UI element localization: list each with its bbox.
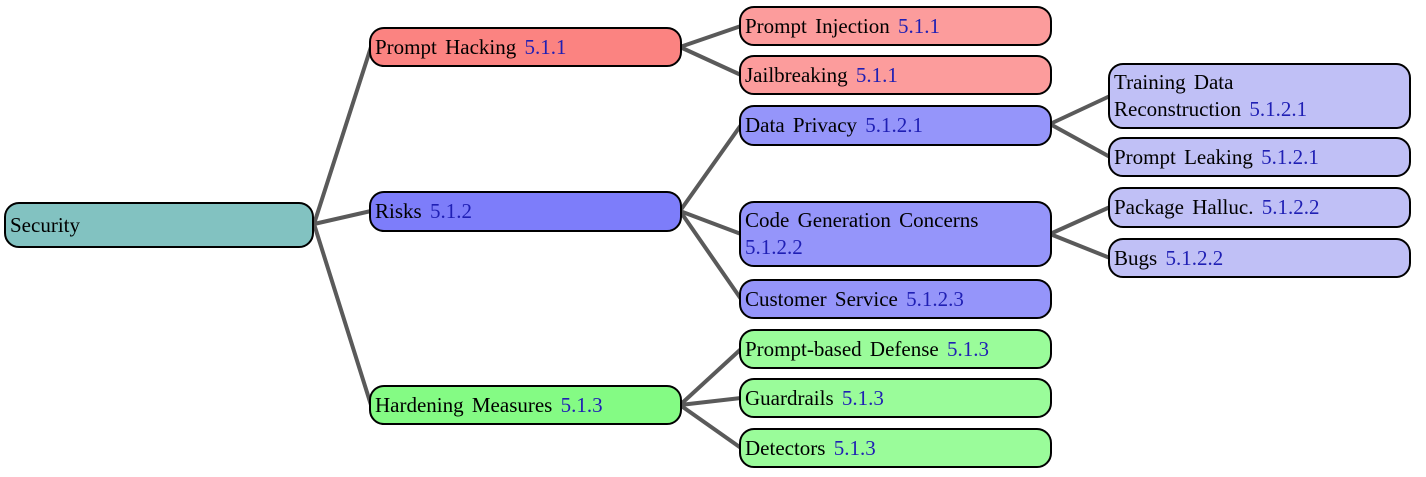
section-ref-link[interactable]: 5.1.2.1: [1261, 144, 1319, 169]
node-guardrails-label: Guardrails: [745, 385, 834, 410]
node-bugs: Bugs 5.1.2.2: [1108, 238, 1411, 278]
node-hardening-measures: Hardening Measures 5.1.3: [369, 385, 682, 425]
node-training-data-reconstruction: Training Data Reconstruction 5.1.2.1: [1108, 63, 1411, 129]
section-ref-link[interactable]: 5.1.2.1: [865, 113, 924, 138]
section-ref-link[interactable]: 5.1.3: [560, 392, 603, 417]
node-hardening-measures-label: Hardening Measures: [375, 392, 553, 417]
edge-data-privacy-training-data-reconstruction: [1048, 94, 1112, 126]
node-prompt-based-defense-label: Prompt-based Defense: [745, 336, 939, 361]
node-data-privacy-label: Data Privacy: [745, 113, 858, 138]
section-ref-link[interactable]: 5.1.3: [841, 385, 884, 410]
node-prompt-hacking-label: Prompt Hacking: [375, 34, 517, 59]
node-data-privacy: Data Privacy 5.1.2.1: [739, 105, 1052, 146]
section-ref-link[interactable]: 5.1.2.2: [745, 235, 803, 259]
node-prompt-leaking: Prompt Leaking 5.1.2.1: [1108, 137, 1411, 177]
node-prompt-injection: Prompt Injection 5.1.1: [739, 6, 1052, 46]
section-ref-link[interactable]: 5.1.1: [855, 62, 898, 87]
node-code-generation-concerns: Code Generation Concerns 5.1.2.2: [739, 201, 1052, 267]
node-prompt-injection-label: Prompt Injection: [745, 13, 890, 38]
node-detectors-label: Detectors: [745, 435, 826, 460]
edge-prompt-hacking-jailbreaking: [678, 45, 743, 77]
node-security-label: Security: [10, 212, 80, 237]
edge-security-hardening-measures: [312, 222, 373, 407]
edge-code-gen-bugs: [1048, 232, 1112, 260]
node-guardrails: Guardrails 5.1.3: [739, 378, 1052, 418]
node-customer-service: Customer Service 5.1.2.3: [739, 279, 1052, 319]
node-package-hallucination-label: Package Halluc.: [1114, 195, 1254, 220]
node-prompt-hacking: Prompt Hacking 5.1.1: [369, 27, 682, 67]
section-ref-link[interactable]: 5.1.3: [833, 435, 876, 460]
section-ref-link[interactable]: 5.1.2: [429, 199, 472, 224]
section-ref-link[interactable]: 5.1.2.1: [1249, 97, 1308, 121]
edge-prompt-hacking-prompt-injection: [678, 24, 743, 49]
node-detectors: Detectors 5.1.3: [739, 428, 1052, 468]
node-security: Security: [4, 202, 314, 248]
node-customer-service-label: Customer Service: [745, 286, 898, 311]
node-risks: Risks 5.1.2: [369, 191, 682, 232]
section-ref-link[interactable]: 5.1.3: [946, 336, 989, 361]
edge-code-gen-package-hallucination: [1048, 205, 1112, 236]
node-code-generation-concerns-label: Code Generation Concerns: [745, 208, 979, 233]
edge-data-privacy-prompt-leaking: [1048, 122, 1112, 159]
edge-risks-customer-service: [678, 209, 743, 301]
section-ref-link[interactable]: 5.1.2.2: [1165, 245, 1224, 270]
edge-hardening-guardrails: [678, 396, 743, 407]
section-ref-link[interactable]: 5.1.1: [897, 13, 940, 38]
section-ref-link[interactable]: 5.1.2.2: [1261, 195, 1320, 220]
edge-security-prompt-hacking: [312, 45, 373, 226]
edge-hardening-prompt-based-defense: [678, 347, 743, 407]
section-ref-link[interactable]: 5.1.1: [524, 34, 567, 59]
node-training-data-reconstruction-label: Training Data Reconstruction: [1114, 70, 1242, 121]
node-package-hallucination: Package Halluc. 5.1.2.2: [1108, 187, 1411, 228]
node-bugs-label: Bugs: [1114, 245, 1158, 270]
section-ref-link[interactable]: 5.1.2.3: [906, 286, 964, 311]
node-prompt-leaking-label: Prompt Leaking: [1114, 144, 1253, 169]
node-jailbreaking-label: Jailbreaking: [745, 62, 848, 87]
node-jailbreaking: Jailbreaking 5.1.1: [739, 55, 1052, 95]
edge-risks-data-privacy: [678, 123, 743, 213]
edge-hardening-detectors: [678, 403, 743, 450]
edge-risks-code-generation-concerns: [678, 209, 743, 236]
node-prompt-based-defense: Prompt-based Defense 5.1.3: [739, 329, 1052, 369]
edge-security-risks: [312, 209, 373, 226]
node-risks-label: Risks: [375, 199, 422, 224]
